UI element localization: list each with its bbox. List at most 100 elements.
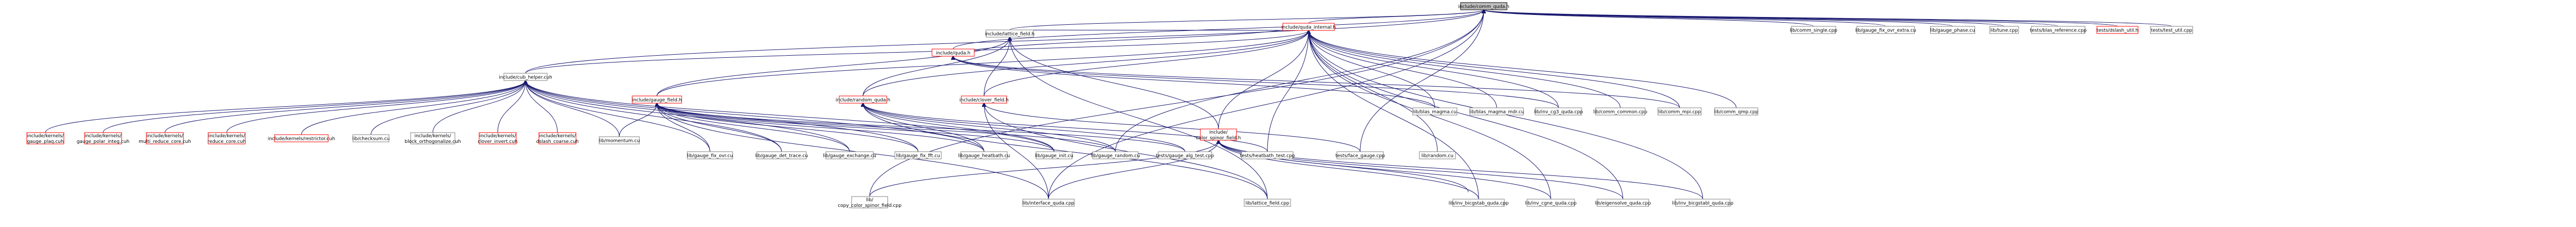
edge-l_cs_mirror-to-color_spinor — [869, 140, 1218, 197]
edge-l_momentum-to-gauge_field — [619, 103, 657, 137]
node-label: lib/checksum.cu — [352, 137, 390, 142]
node-include-kernels-block-orthogonalize-cuh[interactable]: include/kernels/block_orthogonalize.cuh — [404, 132, 461, 144]
node-box — [1595, 107, 1646, 116]
node-lib-eigensolve-quda-cpp[interactable]: lib/eigensolve_quda.cpp — [1595, 199, 1651, 207]
node-box — [84, 132, 122, 144]
node-label: lib/comm_single.cpp — [1790, 28, 1837, 34]
edge-t_heatbath-to-qudainternal — [1267, 30, 1309, 152]
node-include-kernels-gauge-polar-integ-cuh[interactable]: include/kernels/gauge_polar_integ.cuh — [77, 132, 129, 144]
edge-l_heatbath-to-cub — [526, 80, 985, 152]
node-lib-inv-bicgstab-quda-cpp[interactable]: lib/inv_bicgstab_quda.cpp — [1449, 199, 1509, 207]
node-box — [894, 151, 942, 159]
node-box — [1469, 107, 1524, 116]
node-lib-checksum-cu[interactable]: lib/checksum.cu — [352, 134, 390, 142]
edge-l_interface-to-gauge_field — [657, 103, 1049, 200]
edge-l_random2-to-qudainternal — [1309, 30, 1438, 152]
node-box — [1244, 199, 1291, 207]
node-box — [26, 132, 64, 144]
node-lib-inv-cgne-quda-cpp[interactable]: lib/inv_cgne_quda.cpp — [1525, 199, 1577, 207]
node-label: tests/heatbath_test.cpp — [1240, 154, 1295, 159]
node-include-color-spinor-field-h[interactable]: include/color_spinor_field.h — [1196, 128, 1241, 141]
node-box — [687, 151, 733, 159]
node-lib-gauge-fix-ovr-extra-cu[interactable]: lib/gauge_fix_ovr_extra.cu — [1855, 26, 1916, 34]
node-lib-gauge-random-cu[interactable]: lib/gauge_random.cu — [1091, 151, 1140, 159]
edge-k1-to-cub — [45, 80, 526, 133]
edge-l_init-to-cub — [526, 80, 1055, 152]
edge-l_init-to-gauge_field — [657, 103, 1055, 152]
node-label: lib/gauge_phase.cu — [1930, 28, 1975, 34]
node-lib-blas-magma-mdr-cu[interactable]: lib/blas_magma_mdr.cu — [1469, 107, 1524, 116]
edge-k8-to-cub — [526, 80, 558, 133]
node-lib-inv-bicgstabl-quda-cpp[interactable]: lib/inv_bicgstabl_quda.cpp — [1672, 199, 1734, 207]
node-include-gauge-field-h[interactable]: include/gauge_field.h — [632, 95, 682, 104]
node-box — [1241, 151, 1294, 159]
node-include-quda-h[interactable]: include/quda.h — [931, 48, 975, 57]
node-box — [1460, 2, 1507, 10]
node-tests-dslash-util-h[interactable]: tests/dslash_util.h — [2096, 26, 2139, 34]
node-lib-gauge-fix-fft-cu[interactable]: lib/gauge_fix_fft.cu — [894, 151, 942, 159]
node-box — [839, 95, 887, 104]
edge-l_bicgstab-to-color_spinor — [1218, 140, 1479, 200]
node-include-kernels-restrictor-cuh[interactable]: include/kernels/restrictor.cuh — [268, 134, 335, 142]
node-lib-comm-common-cpp[interactable]: lib/comm_common.cpp — [1594, 107, 1648, 116]
node-label: include/lattice_field.h — [985, 32, 1035, 37]
node-box — [1791, 26, 1836, 34]
edge-t_gauge_alg-to-gauge_field — [657, 103, 1185, 152]
node-label: tests/gauge_alg_test.cpp — [1156, 154, 1214, 159]
node-box — [1930, 26, 1975, 34]
node-lib-tune-cpp[interactable]: lib/tune.cpp — [1989, 26, 2019, 34]
node-box — [986, 29, 1034, 38]
edge-l_heatbath-to-gauge_field — [657, 103, 985, 152]
node-lib-gauge-exchange-cu[interactable]: lib/gauge_exchange.cu — [823, 151, 876, 159]
edge-color_spinor-to-qudainternal — [1218, 30, 1309, 129]
node-tests-face-gauge-cpp[interactable]: tests/face_gauge.cpp — [1335, 151, 1385, 159]
node-box — [274, 134, 329, 142]
edge-l_random-to-gauge_field — [657, 103, 1116, 152]
node-tests-heatbath-test-cpp[interactable]: tests/heatbath_test.cpp — [1240, 151, 1295, 159]
node-label: lib/inv_cgne_quda.cpp — [1525, 201, 1577, 206]
node-include-cub-helper-cuh[interactable]: include/cub_helper.cuh — [499, 73, 552, 81]
node-lib-momentum-cu[interactable]: lib/momentum.cu — [599, 136, 640, 144]
node-lib-random-cu[interactable]: lib/random.cu — [1419, 151, 1456, 159]
node-include-clover-field-h[interactable]: include/clover_field.h — [959, 95, 1009, 104]
node-lib-copy-color-spinor-field-cpp[interactable]: lib/copy_color_spinor_field.cpp — [838, 196, 902, 208]
node-lib-blas-magma-cu[interactable]: lib/blas_magma.cu — [1412, 107, 1458, 116]
node-tests-test-util-cpp[interactable]: tests/test_util.cpp — [2150, 26, 2193, 34]
node-lib-gauge-init-cu[interactable]: lib/gauge_init.cu — [1035, 151, 1073, 159]
node-lib-gauge-det-trace-cu[interactable]: lib/gauge_det_trace.cu — [755, 151, 808, 159]
node-lib-comm-mpi-cpp[interactable]: lib/comm_mpi.cpp — [1657, 107, 1702, 116]
node-lib-comm-single-cpp[interactable]: lib/comm_single.cpp — [1790, 26, 1837, 34]
edge-l_fix_ovr-to-gauge_field — [657, 103, 710, 152]
node-label: lib/gauge_random.cu — [1091, 154, 1140, 159]
node-box — [599, 136, 640, 144]
node-tests-blas-reference-cpp[interactable]: tests/blas_reference.cpp — [2030, 26, 2087, 34]
node-box — [479, 132, 517, 144]
node-include-random-quda-h[interactable]: include/random_quda.h — [836, 95, 890, 104]
edge-k3-to-cub — [164, 80, 526, 133]
node-label: tests/dslash_util.h — [2096, 28, 2138, 34]
node-lib-gauge-heatbath-cu[interactable]: lib/gauge_heatbath.cu — [958, 151, 1010, 159]
node-label: tests/face_gauge.cpp — [1335, 154, 1385, 159]
node-include-kernels-multi-reduce-core-cuh[interactable]: include/kernels/multi_reduce_core.cuh — [139, 132, 191, 144]
node-lib-inv-cg3-quda-cpp[interactable]: lib/inv_cg3_quda.cpp — [1534, 107, 1583, 116]
node-include-kernels-gauge-plaq-cuh[interactable]: include/kernels/gauge_plaq.cuh — [26, 132, 64, 144]
node-lib-comm-qmp-cpp[interactable]: lib/comm_qmp.cpp — [1714, 107, 1758, 116]
node-include-kernels-clover-invert-cuh[interactable]: include/kernels/clover_invert.cuh — [478, 132, 518, 144]
node-lib-interface-quda-cpp[interactable]: lib/interface_quda.cpp — [1022, 199, 1075, 207]
edge-l_lattice-to-clover — [984, 103, 1268, 200]
node-label: include/quda.h — [936, 51, 971, 56]
edge-l_blas_magma-to-qudainternal — [1309, 30, 1435, 108]
node-include-quda-internal-h[interactable]: include/quda_internal.h — [1281, 23, 1336, 31]
edge-k5-to-cub — [301, 80, 526, 135]
node-lib-lattice-field-cpp[interactable]: lib/lattice_field.cpp — [1244, 199, 1291, 207]
node-tests-gauge-alg-test-cpp[interactable]: tests/gauge_alg_test.cpp — [1156, 151, 1214, 159]
node-lib-gauge-fix-ovr-cu[interactable]: lib/gauge_fix_ovr.cu — [687, 151, 733, 159]
node-include-kernels-dslash-coarse-cuh[interactable]: include/kernels/dslash_coarse.cuh — [536, 132, 579, 144]
edge-l_interface-to-color_spinor — [1048, 140, 1218, 200]
node-box — [1657, 107, 1702, 116]
node-lib-gauge-phase-cu[interactable]: lib/gauge_phase.cu — [1930, 26, 1975, 34]
node-box — [756, 151, 807, 159]
edge-t_face-to-clover — [984, 103, 1361, 152]
node-include-kernels-reduce-core-cuh[interactable]: include/kernels/reduce_core.cuh — [208, 132, 246, 144]
node-include-lattice-field-h[interactable]: include/lattice_field.h — [985, 29, 1035, 38]
